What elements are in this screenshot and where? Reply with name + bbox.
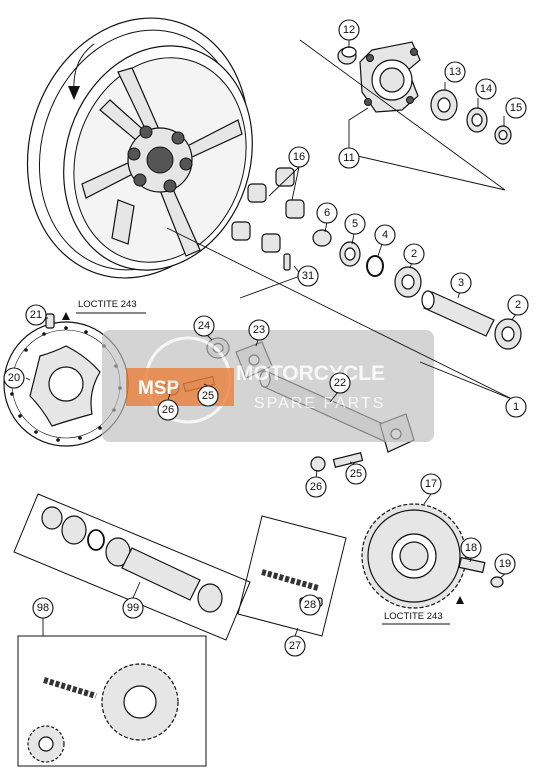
loctite-note-sprocket: LOCTITE 243 — [384, 611, 443, 622]
callout-22: 22 — [329, 372, 351, 394]
svg-text:98: 98 — [37, 602, 49, 614]
carrier-spacer — [494, 125, 512, 145]
callout-13: 13 — [444, 61, 466, 83]
callout-99: 99 — [122, 597, 144, 619]
sprocket-stud — [458, 556, 486, 574]
svg-text:6: 6 — [324, 207, 330, 219]
callout-2a: 2 — [403, 243, 425, 265]
svg-text:14: 14 — [480, 83, 492, 95]
callout-1: 1 — [505, 396, 527, 418]
distance-sleeve — [421, 290, 495, 337]
callout-98: 98 — [32, 597, 54, 619]
callout-26b: 26 — [305, 476, 327, 498]
callout-28: 28 — [299, 594, 321, 616]
svg-text:25: 25 — [350, 468, 362, 480]
svg-text:3: 3 — [458, 277, 464, 289]
callout-24: 24 — [193, 315, 215, 337]
svg-text:5: 5 — [352, 218, 358, 230]
wheel-spacer — [312, 229, 332, 247]
wheel-bearing-right — [494, 318, 522, 350]
callout-15: 15 — [505, 97, 527, 119]
svg-text:17: 17 — [425, 478, 437, 490]
callout-18: 18 — [460, 537, 482, 559]
svg-text:12: 12 — [343, 24, 355, 36]
svg-text:31: 31 — [302, 270, 314, 282]
svg-text:22: 22 — [334, 377, 346, 389]
svg-text:4: 4 — [382, 229, 388, 241]
sprocket-carrier — [359, 41, 421, 113]
svg-text:11: 11 — [343, 152, 354, 164]
valve — [283, 253, 291, 271]
callout-19: 19 — [494, 553, 516, 575]
watermark: MSP MOTORCYCLE SPARE PARTS — [102, 330, 434, 442]
kit-27-frame — [237, 515, 347, 637]
svg-text:13: 13 — [449, 66, 461, 78]
svg-text:20: 20 — [8, 372, 20, 384]
callout-3: 3 — [450, 272, 472, 294]
svg-text:99: 99 — [127, 602, 139, 614]
callout-11: 11 — [338, 147, 360, 169]
adjuster-screw-25b — [332, 452, 364, 468]
svg-text:15: 15 — [510, 102, 522, 114]
callout-25a: 25 — [197, 385, 219, 407]
svg-text:2: 2 — [515, 299, 521, 311]
svg-text:2: 2 — [411, 248, 417, 260]
cush-rubbers — [231, 167, 305, 253]
callout-6: 6 — [316, 202, 338, 224]
callout-25b: 25 — [345, 463, 367, 485]
leader-lines — [25, 39, 517, 637]
rear-sprocket — [361, 503, 467, 609]
brake-disc — [3, 312, 129, 447]
callout-2b: 2 — [507, 294, 529, 316]
shaft-seal — [339, 241, 361, 267]
svg-text:24: 24 — [198, 320, 210, 332]
svg-text:21: 21 — [30, 309, 42, 321]
svg-text:18: 18 — [465, 542, 477, 554]
watermark-band — [102, 330, 434, 442]
svg-text:26: 26 — [310, 481, 322, 493]
circlip — [366, 255, 384, 277]
watermark-line1: MOTORCYCLE — [236, 362, 385, 385]
callout-21: 21 — [25, 304, 47, 326]
nut-26b — [310, 456, 326, 472]
kit-99-frame — [13, 493, 251, 641]
svg-text:28: 28 — [304, 599, 316, 611]
callout-4: 4 — [374, 224, 396, 246]
sprocket-washer — [490, 576, 504, 588]
svg-text:1: 1 — [513, 401, 519, 413]
svg-text:19: 19 — [499, 558, 511, 570]
callout-14: 14 — [475, 78, 497, 100]
watermark-logo-text: MSP — [138, 378, 180, 399]
loctite-note-disc: LOCTITE 243 — [78, 299, 137, 310]
svg-text:23: 23 — [253, 324, 265, 336]
wheel-bearing-left — [394, 266, 422, 298]
disc-bolt — [45, 313, 55, 329]
svg-text:27: 27 — [289, 640, 301, 652]
callout-16: 16 — [288, 146, 310, 168]
callout-12: 12 — [338, 19, 360, 41]
carrier-sleeve — [337, 46, 357, 65]
callout-20: 20 — [3, 367, 25, 389]
svg-text:26: 26 — [162, 404, 174, 416]
rear-wheel — [26, 17, 253, 279]
callout-26a: 26 — [157, 399, 179, 421]
callout-31: 31 — [297, 265, 319, 287]
callout-23: 23 — [248, 319, 270, 341]
svg-text:25: 25 — [202, 390, 214, 402]
carrier-bearing — [430, 89, 458, 121]
kit-98-frame — [17, 635, 207, 767]
svg-text:16: 16 — [293, 151, 305, 163]
callout-27: 27 — [284, 635, 306, 657]
carrier-seal — [466, 107, 488, 133]
callout-17: 17 — [420, 473, 442, 495]
watermark-line2: SPARE PARTS — [254, 395, 385, 412]
callout-5: 5 — [344, 213, 366, 235]
